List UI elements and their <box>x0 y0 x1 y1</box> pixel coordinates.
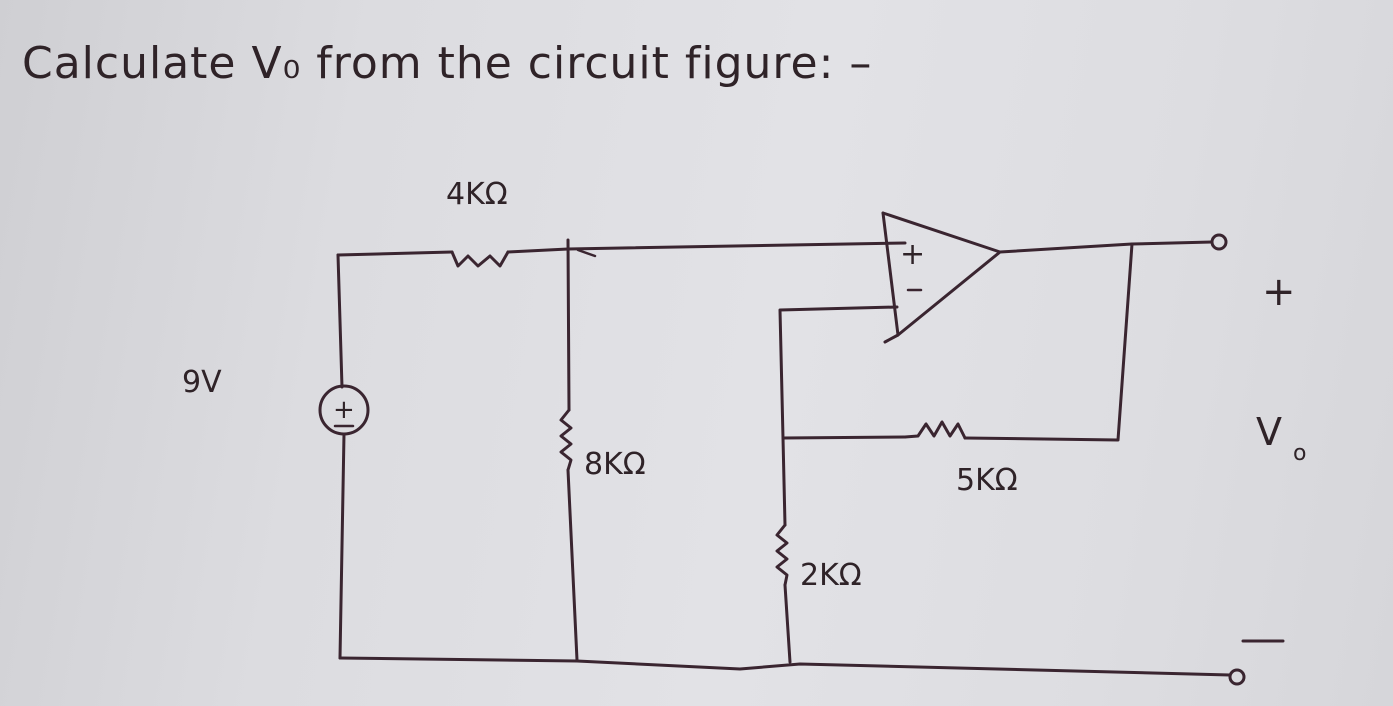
wire-minus-input <box>778 305 899 440</box>
output-plus-label: + <box>1262 269 1296 315</box>
resistor-4k <box>450 250 510 268</box>
opamp-triangle <box>881 211 1002 337</box>
output-voltage-subscript: o <box>1293 441 1306 466</box>
resistor-8k <box>559 408 573 472</box>
wire-8k-upper <box>566 238 571 412</box>
source-plus-sign: + <box>333 395 355 425</box>
resistor-4k-label: 4KΩ <box>446 177 508 212</box>
output-wire <box>998 240 1214 254</box>
wire-source-lower <box>338 432 346 660</box>
node-tick-mark <box>576 248 597 258</box>
wire-source-upper <box>336 253 344 389</box>
wire-source-top <box>336 250 454 257</box>
resistor-5k-label: 5KΩ <box>956 463 1018 498</box>
resistor-8k-label: 8KΩ <box>584 447 646 482</box>
source-label: 9V <box>182 365 222 400</box>
question-text: Calculate V₀ from the circuit figure: – <box>22 38 872 89</box>
wire-feedback-left <box>781 435 907 440</box>
wire-2k-lower <box>783 583 792 664</box>
output-plus-terminal[interactable] <box>1210 233 1228 251</box>
resistor-5k <box>903 420 967 440</box>
opamp-plus-label: + <box>900 237 925 272</box>
resistor-2k <box>775 523 789 587</box>
wire-2k-upper <box>781 436 787 527</box>
wire-feedback-right <box>963 242 1134 442</box>
wire-8k-lower <box>566 468 579 662</box>
ground-wire <box>338 656 1232 677</box>
opamp-input-side <box>881 211 900 344</box>
resistor-2k-label: 2KΩ <box>800 558 862 593</box>
output-voltage-label: V <box>1256 410 1282 454</box>
output-minus-terminal[interactable] <box>1228 668 1246 686</box>
